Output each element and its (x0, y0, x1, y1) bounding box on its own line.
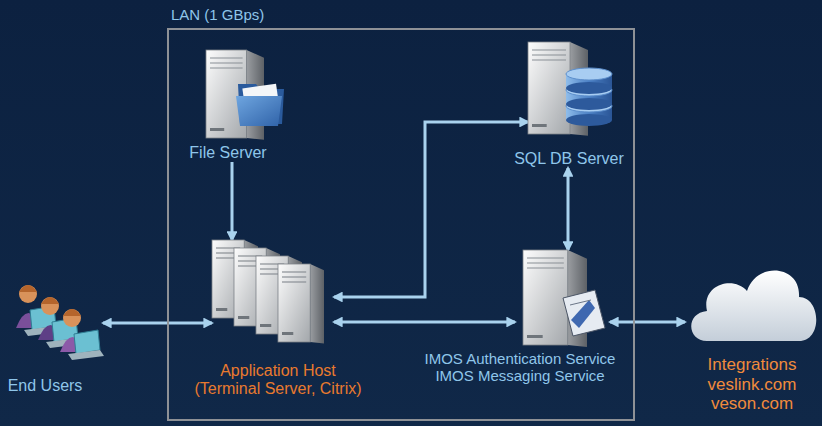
region-label: LAN (1 GBps) (171, 6, 264, 23)
server-node: File Server (198, 48, 288, 162)
server-node: SQL DB Server (528, 42, 613, 168)
cloud-icon (685, 255, 820, 345)
user-node: End Users (8, 272, 103, 395)
connector-arrow (334, 321, 515, 324)
node-label: Integrations veslink.com veson.com (702, 355, 802, 414)
node-label: End Users (8, 377, 83, 395)
node-label: File Server (189, 144, 266, 162)
app-icon (212, 240, 334, 350)
cloud-node: Integrations veslink.com veson.com (685, 255, 820, 414)
connector-arrow (231, 162, 234, 240)
node-label: IMOS Messaging Service (435, 367, 604, 384)
connector-arrow (610, 321, 685, 324)
connector-arrow (334, 122, 528, 297)
server-node: Application Host (Terminal Server, Citri… (212, 240, 334, 399)
users-icon (8, 272, 103, 367)
sql-icon (528, 42, 613, 134)
server-node: IMOS Authentication ServiceIMOS Messagin… (515, 250, 610, 384)
connector-arrow (103, 322, 212, 325)
node-label: Application Host (Terminal Server, Citri… (188, 362, 368, 399)
imos-icon (515, 250, 610, 345)
lan-region: LAN (1 GBps)File ServerSQL DB ServerAppl… (167, 6, 635, 421)
node-label: SQL DB Server (514, 150, 624, 168)
node-label: IMOS Authentication Service (425, 350, 616, 367)
file-icon (198, 48, 288, 140)
connector-arrow (567, 168, 570, 250)
